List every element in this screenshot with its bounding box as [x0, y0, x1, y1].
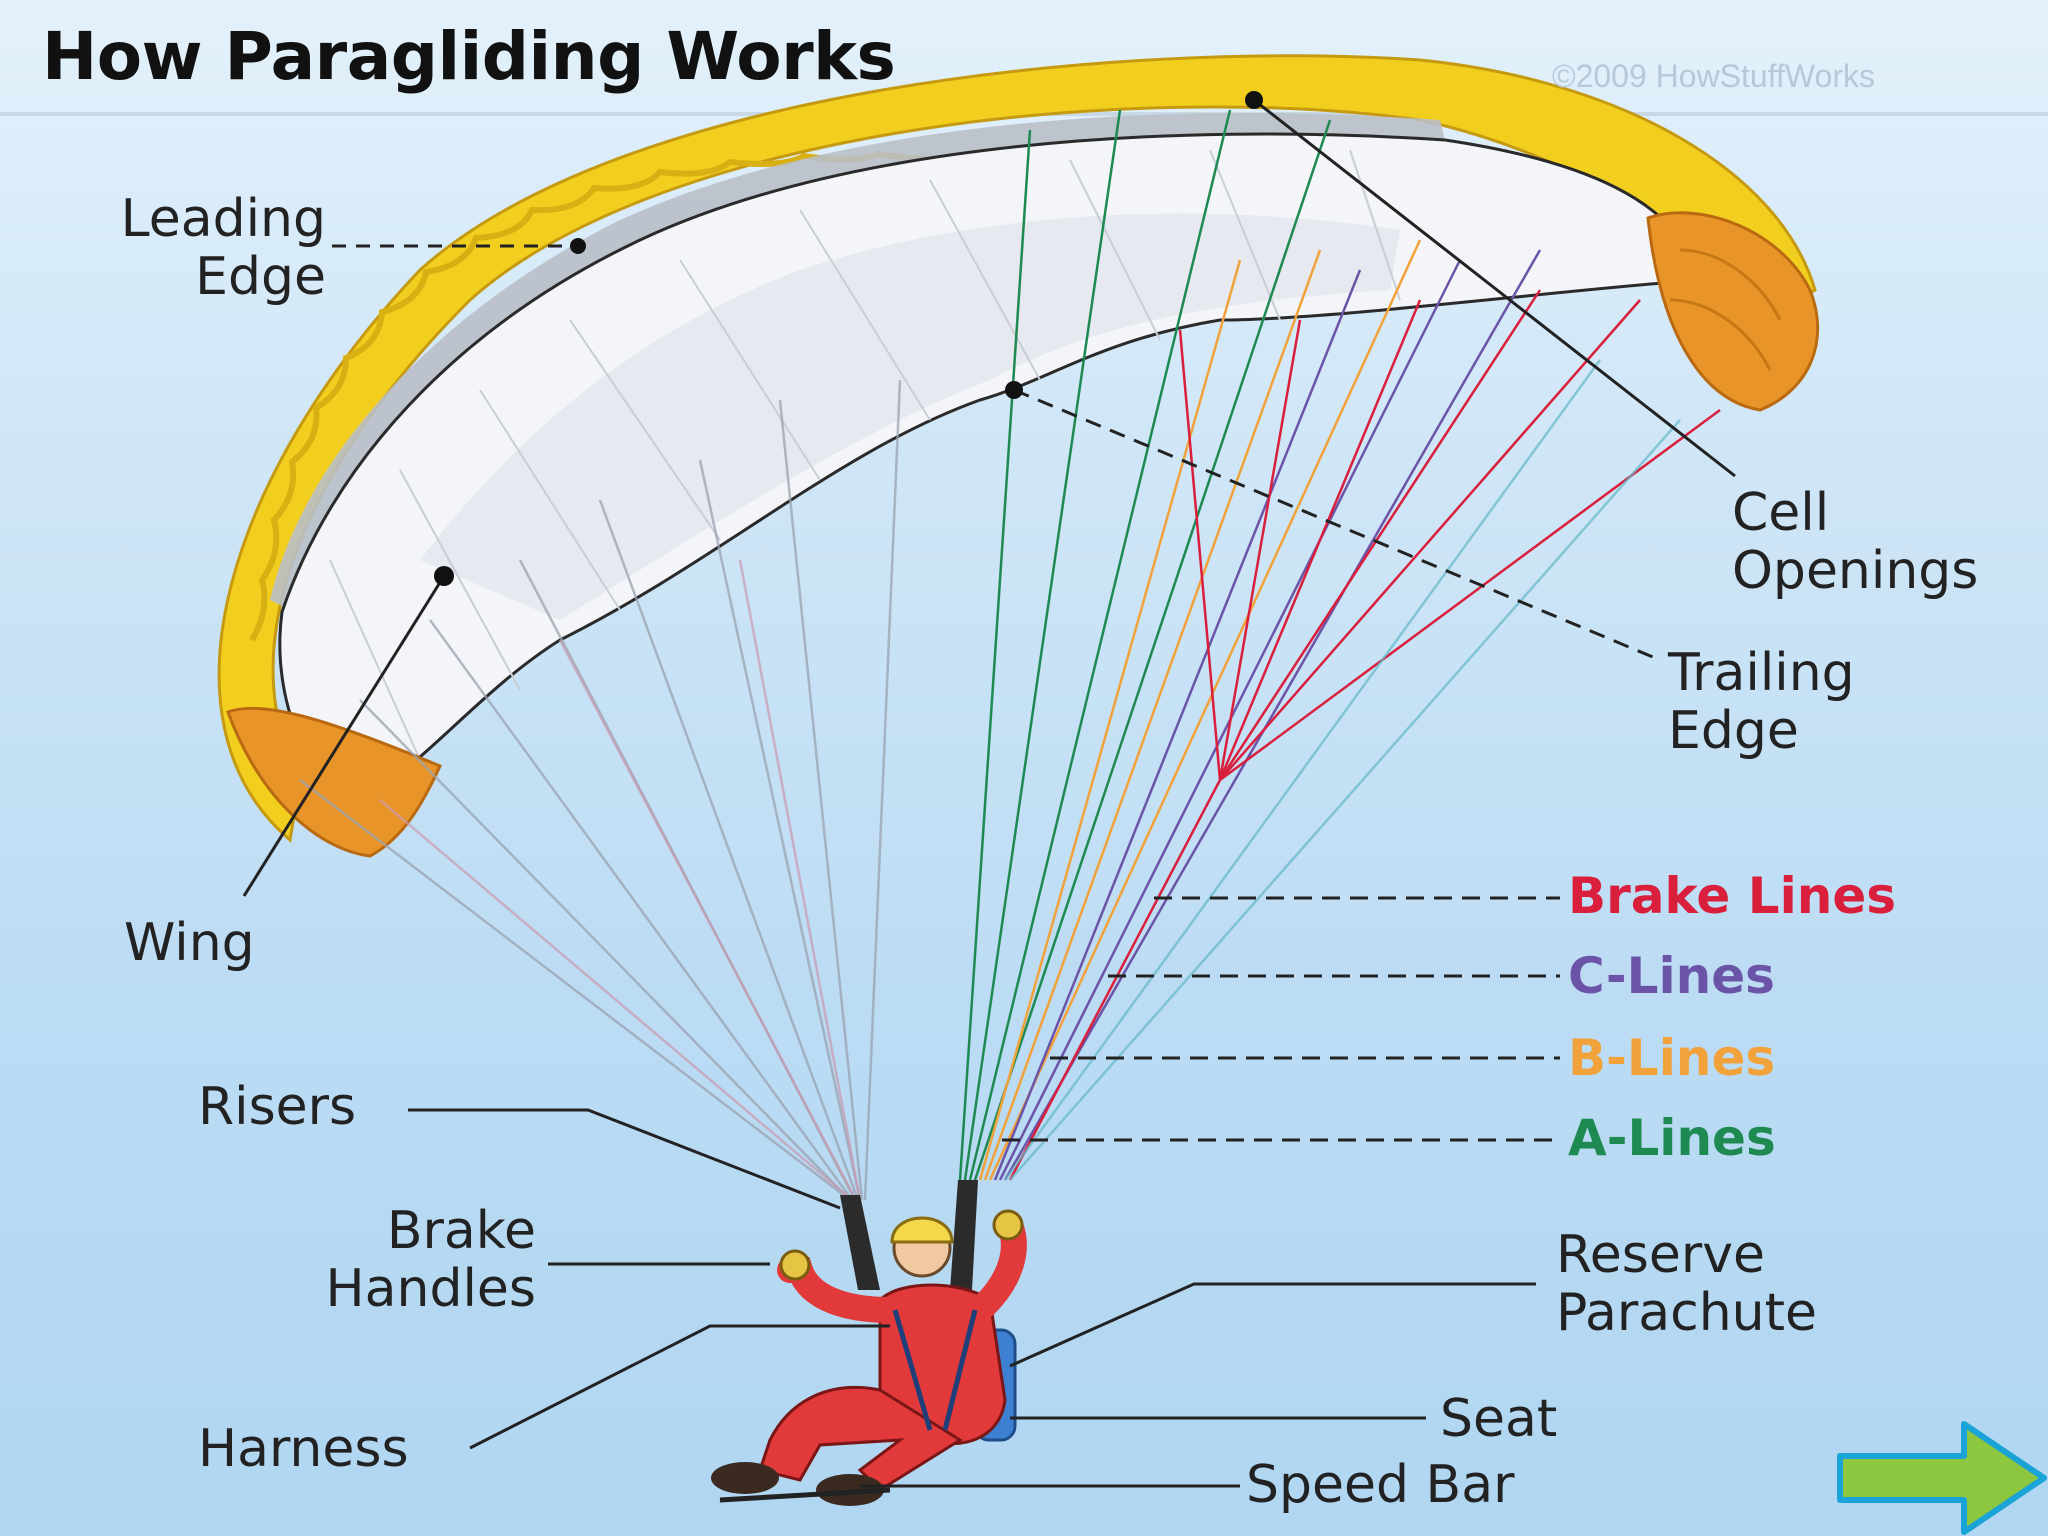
rib-line — [679, 259, 821, 481]
key-c-lines: C-Lines — [1568, 947, 1775, 1005]
suspension-line — [1003, 359, 1602, 1181]
pilot-boot — [711, 1462, 779, 1494]
label-wing: Wing — [124, 913, 255, 973]
label-risers: Risers — [198, 1077, 357, 1137]
b-line — [988, 239, 1422, 1181]
left-riser — [840, 1195, 880, 1290]
suspension-line — [359, 699, 851, 1201]
label-line: Parachute — [1556, 1283, 1818, 1343]
label-harness: Harness — [198, 1419, 409, 1479]
right-riser — [950, 1180, 978, 1290]
brake-handle — [992, 1209, 1024, 1241]
b-line — [983, 249, 1322, 1181]
brake-line — [1218, 299, 1422, 781]
rib-line — [929, 179, 1041, 381]
label-line: Brake — [386, 1201, 536, 1261]
label-line: Edge — [1668, 701, 1799, 761]
canopy-body — [278, 132, 1702, 802]
rib-line — [1349, 149, 1401, 301]
rib-line — [1069, 159, 1161, 341]
brake-handle — [779, 1249, 811, 1281]
label-line: Cell — [1732, 483, 1830, 543]
leading-edge-band — [217, 54, 1817, 843]
pilot-figure — [711, 1180, 1027, 1506]
leader-trailing-edge — [1013, 388, 1661, 662]
suspension-line — [738, 559, 862, 1201]
b-line — [978, 259, 1242, 1181]
c-line — [1003, 249, 1542, 1181]
harness-strap — [892, 1309, 978, 1431]
label-line: Leading — [120, 189, 326, 249]
left-wing-tip — [226, 706, 443, 858]
label-line: Openings — [1732, 541, 1979, 601]
brake-line — [1219, 299, 1641, 781]
copyright-notice: ©2009 HowStuffWorks — [1552, 58, 1875, 94]
a-line — [968, 109, 1232, 1181]
suspension-lines — [299, 109, 1721, 1201]
suspension-line — [428, 619, 854, 1201]
rib-line — [329, 559, 421, 761]
rib-line — [399, 469, 521, 691]
page-title: How Paragliding Works — [42, 18, 896, 95]
suspension-line — [863, 379, 902, 1201]
label-line: Handles — [325, 1259, 536, 1319]
label-brake-handles: Brake Handles — [240, 1202, 536, 1318]
speed-bar — [719, 1487, 891, 1503]
suspension-line — [299, 779, 851, 1201]
rib-line — [479, 389, 621, 611]
label-line: Reserve — [1556, 1225, 1766, 1285]
leader-dot — [570, 238, 586, 254]
label-leading-edge: Leading Edge — [80, 190, 326, 306]
label-line: Trailing — [1668, 643, 1855, 703]
canopy-shading — [420, 213, 1400, 620]
leader-dot — [1005, 381, 1023, 399]
pilot-helmet — [890, 1216, 954, 1244]
right-tip-cells — [1669, 248, 1782, 371]
suspension-line — [778, 399, 864, 1201]
a-line — [958, 129, 1032, 1181]
suspension-line — [558, 639, 858, 1201]
right-arrow-shape[interactable] — [1837, 1421, 2047, 1535]
brake-line — [1219, 408, 1721, 782]
label-seat: Seat — [1440, 1389, 1558, 1449]
a-line — [973, 119, 1332, 1181]
right-arrow-icon[interactable] — [1836, 1420, 2048, 1536]
leader-dot — [434, 566, 454, 586]
rib-line — [799, 209, 931, 421]
a-line — [963, 109, 1122, 1181]
key-a-lines: A-Lines — [1568, 1109, 1776, 1167]
label-speed-bar: Speed Bar — [1246, 1455, 1515, 1515]
c-line — [993, 269, 1362, 1181]
leader-wing — [242, 575, 446, 897]
label-reserve-parachute: Reserve Parachute — [1556, 1226, 1817, 1342]
wing-canopy — [217, 54, 1820, 858]
suspension-line — [1009, 419, 1681, 1181]
brake-line — [1008, 779, 1222, 1181]
leader-risers — [408, 1108, 841, 1210]
rib-line — [1209, 149, 1281, 321]
suspension-line — [379, 799, 853, 1201]
suspension-line — [698, 459, 862, 1201]
label-line: Edge — [195, 247, 326, 307]
leader-reserve-parachute — [1009, 1282, 1536, 1368]
suspension-line — [598, 499, 860, 1201]
label-trailing-edge: Trailing Edge — [1668, 644, 1855, 760]
brake-line — [1178, 329, 1222, 781]
right-wing-tip — [1646, 211, 1820, 412]
callout-leaders — [242, 91, 1736, 1488]
label-cell-openings: Cell Openings — [1732, 484, 1978, 600]
leader-cell-openings — [1253, 98, 1736, 478]
pilot-legs — [758, 1385, 963, 1492]
rib-line — [569, 319, 721, 541]
brake-line — [1218, 289, 1542, 781]
brake-line — [1218, 319, 1302, 781]
leader-dot — [1245, 91, 1263, 109]
key-b-lines: B-Lines — [1568, 1029, 1776, 1087]
leader-harness — [469, 1324, 890, 1450]
key-brake-lines: Brake Lines — [1568, 867, 1897, 925]
